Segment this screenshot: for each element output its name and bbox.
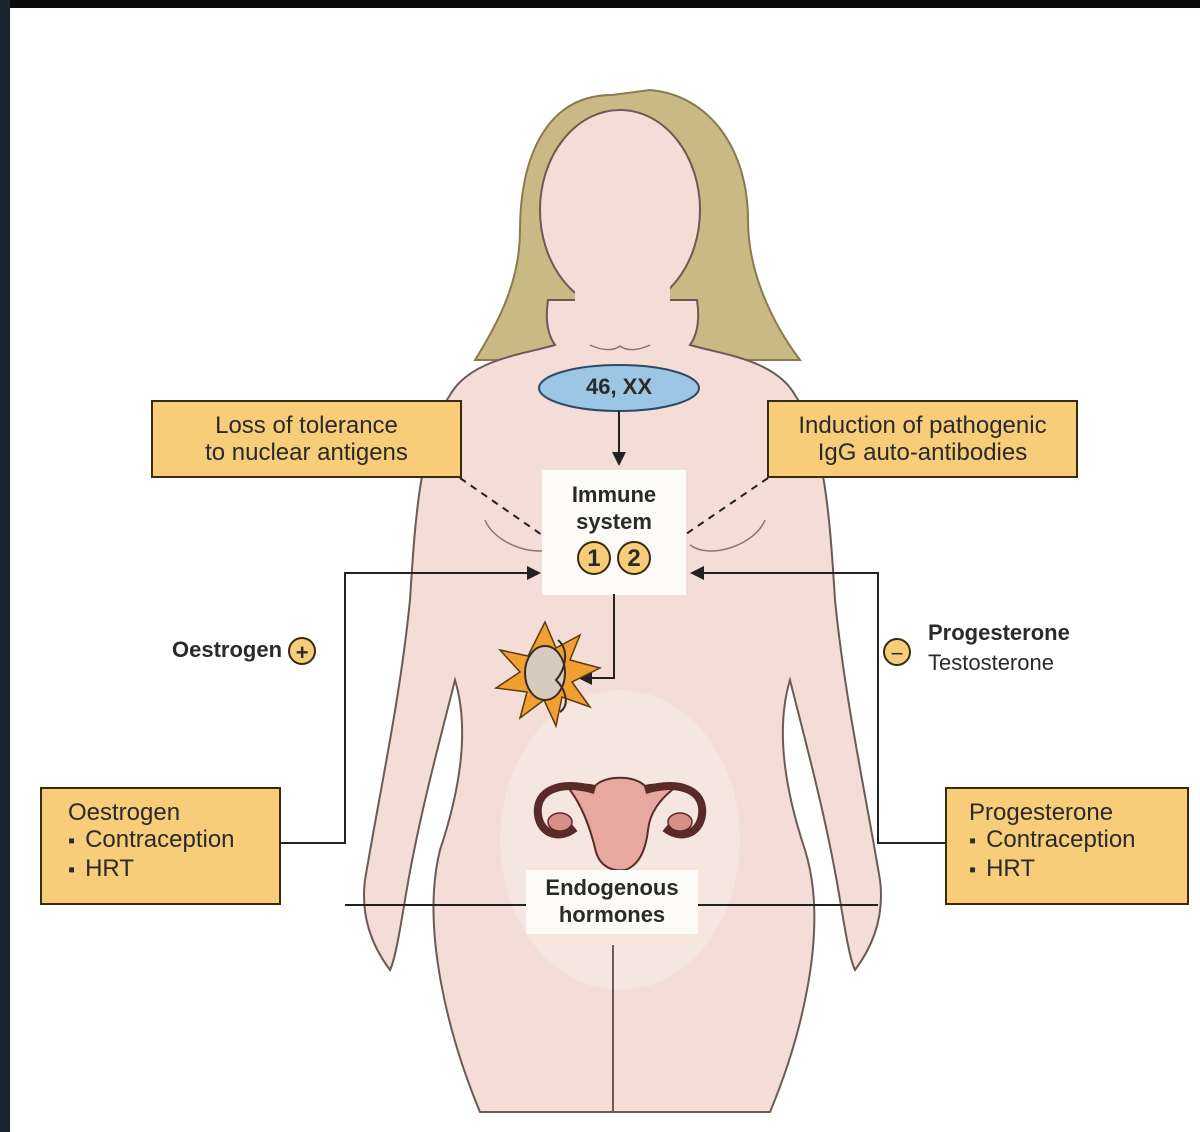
karyotype-label: 46, XX xyxy=(560,374,678,400)
oestrogen-effect-text: Oestrogen xyxy=(172,637,282,662)
endogenous-line2: hormones xyxy=(526,901,698,928)
progesterone-sources-box: Progesterone Contraception HRT xyxy=(945,787,1189,905)
left-dark-edge xyxy=(0,0,10,1132)
progesterone-effect-label: − Progesterone Testosterone xyxy=(883,618,1070,678)
tolerance-loss-box: Loss of tolerance to nuclear antigens xyxy=(151,400,462,478)
progesterone-sources-item: Contraception xyxy=(969,826,1187,855)
marker-1-badge: 1 xyxy=(577,541,611,575)
oestrogen-sources-list: Contraception HRT xyxy=(68,826,279,884)
oestrogen-sources-item: Contraception xyxy=(68,826,279,855)
minus-sign-badge: − xyxy=(883,638,911,666)
progesterone-sources-title: Progesterone xyxy=(969,799,1187,826)
neck xyxy=(575,280,670,355)
ovary-right xyxy=(668,813,692,831)
plus-sign-badge: + xyxy=(288,637,316,665)
oestrogen-sources-title: Oestrogen xyxy=(68,799,279,826)
autoantibody-line2: IgG auto-antibodies xyxy=(769,439,1076,466)
marker-2-badge: 2 xyxy=(617,541,651,575)
testosterone-effect-line2: Testosterone xyxy=(928,648,1070,678)
tolerance-loss-line2: to nuclear antigens xyxy=(153,439,460,466)
immune-line1: Immune xyxy=(542,481,686,508)
immune-system-label: Immune system 1 2 xyxy=(542,481,686,575)
immune-markers: 1 2 xyxy=(542,541,686,575)
oestrogen-sources-box: Oestrogen Contraception HRT xyxy=(40,787,281,905)
autoantibody-line1: Induction of pathogenic xyxy=(769,412,1076,439)
progesterone-sources-list: Contraception HRT xyxy=(969,826,1187,884)
endogenous-line1: Endogenous xyxy=(526,874,698,901)
immune-line2: system xyxy=(542,508,686,535)
progesterone-effect-line1: Progesterone xyxy=(928,618,1070,648)
ovary-left xyxy=(548,813,572,831)
progesterone-sources-item: HRT xyxy=(969,855,1187,884)
tolerance-loss-line1: Loss of tolerance xyxy=(153,412,460,439)
endogenous-hormones-label: Endogenous hormones xyxy=(526,870,698,934)
oestrogen-effect-label: Oestrogen + xyxy=(172,635,316,665)
oestrogen-sources-item: HRT xyxy=(68,855,279,884)
autoantibody-box: Induction of pathogenic IgG auto-antibod… xyxy=(767,400,1078,478)
kidney-icon xyxy=(525,646,565,700)
